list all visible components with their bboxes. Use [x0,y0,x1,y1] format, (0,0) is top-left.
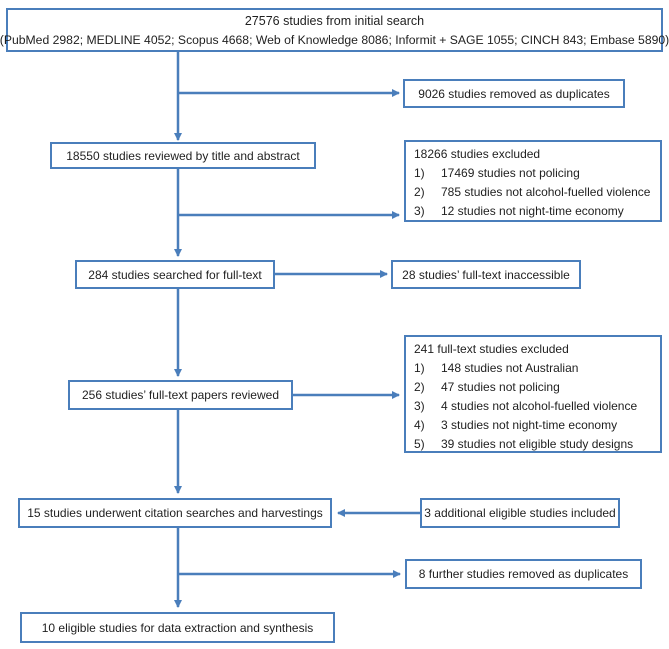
excluded-fulltext-item-1: 1) 148 studies not Australian [414,361,579,375]
box-further-duplicates: 8 further studies removed as duplicates [405,559,642,589]
excluded-fulltext-title: 241 full-text studies excluded [414,342,569,356]
box-fulltext-review: 256 studies’ full-text papers reviewed [68,380,293,410]
box-excluded-title-abstract: 18266 studies excluded 1) 17469 studies … [404,140,662,222]
fulltext-review-label: 256 studies’ full-text papers reviewed [82,388,279,402]
excluded-fulltext-item-3: 3) 4 studies not alcohol-fuelled violenc… [414,399,638,413]
box-final-studies: 10 eligible studies for data extraction … [20,612,335,643]
box-fulltext-search: 284 studies searched for full-text [75,260,275,289]
excluded-fulltext-item-2: 2) 47 studies not policing [414,380,560,394]
title-abstract-review-label: 18550 studies reviewed by title and abst… [66,148,300,163]
initial-search-count: 27576 studies from initial search [244,14,425,28]
box-title-abstract-review: 18550 studies reviewed by title and abst… [50,142,316,169]
final-studies-label: 10 eligible studies for data extraction … [41,620,314,635]
excluded-fulltext-item-4: 4) 3 studies not night-time economy [414,418,618,432]
excluded-title-abstract-item-1: 1) 17469 studies not policing [414,166,580,180]
box-fulltext-inaccessible: 28 studies’ full-text inaccessible [391,260,581,289]
excluded-title-abstract-title: 18266 studies excluded [414,147,541,161]
citation-search-label: 15 studies underwent citation searches a… [27,506,323,520]
further-duplicates-label: 8 further studies removed as duplicates [418,567,629,581]
additional-studies-label: 3 additional eligible studies included [424,506,616,520]
excluded-title-abstract-item-3: 3) 12 studies not night-time economy [414,204,624,218]
box-initial-search: 27576 studies from initial search (PubMe… [0,8,669,52]
initial-search-sources: (PubMed 2982; MEDLINE 4052; Scopus 4668;… [0,33,669,47]
box-citation-search: 15 studies underwent citation searches a… [18,498,332,528]
fulltext-inaccessible-label: 28 studies’ full-text inaccessible [402,267,570,282]
duplicates-removed-label: 9026 studies removed as duplicates [418,86,610,101]
box-excluded-fulltext: 241 full-text studies excluded 1) 148 st… [404,335,662,453]
excluded-title-abstract-item-2: 2) 785 studies not alcohol-fuelled viole… [414,185,651,199]
fulltext-search-label: 284 studies searched for full-text [88,267,262,282]
excluded-fulltext-item-5: 5) 39 studies not eligible study designs [414,437,634,451]
box-duplicates-removed: 9026 studies removed as duplicates [403,79,625,108]
box-additional-studies: 3 additional eligible studies included [420,498,620,528]
